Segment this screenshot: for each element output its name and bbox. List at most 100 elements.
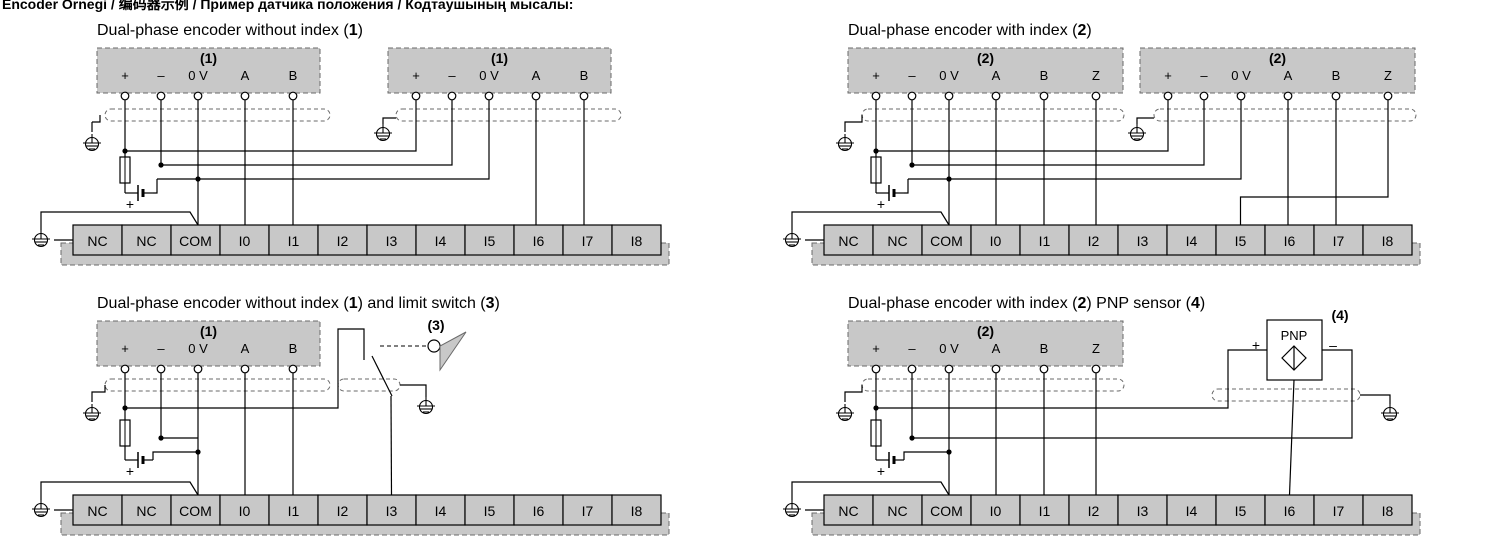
encoder-pin-label: 0 V (188, 68, 208, 83)
pin-terminal (120, 91, 130, 101)
terminal-label-i0: I0 (990, 503, 1002, 519)
encoder-box (387, 47, 612, 94)
shield-cable-icon (104, 108, 331, 122)
encoder-pin-label: 0 V (939, 341, 959, 356)
wire (125, 100, 417, 152)
terminal-label-i7: I7 (1333, 233, 1345, 249)
terminal-cell (921, 224, 972, 256)
terminal-label-i0: I0 (990, 233, 1002, 249)
limit-switch-ref: (3) (427, 317, 444, 333)
encoder-ref-label: (1) (491, 50, 508, 66)
wire (400, 384, 427, 397)
encoder-pin-label: 0 V (479, 68, 499, 83)
ground-icon (783, 230, 801, 248)
battery-icon (124, 183, 153, 201)
encoder-pin-label: – (157, 68, 165, 83)
fuse-icon (870, 418, 882, 448)
terminal-label-nc: NC (136, 233, 156, 249)
terminal-cell (464, 224, 515, 256)
pin-terminal (871, 91, 881, 101)
encoder-pin-label: – (157, 341, 165, 356)
pin-terminal (1236, 91, 1246, 101)
panel-title-bl: Dual-phase encoder without index (1) and… (97, 295, 500, 312)
terminal-label-i8: I8 (631, 233, 643, 249)
terminal-label-com: COM (179, 233, 212, 249)
terminal-label-i4: I4 (1186, 503, 1198, 519)
terminal-label-i0: I0 (239, 233, 251, 249)
pin-terminal (1283, 91, 1293, 101)
fuse-icon (119, 418, 131, 448)
shield-cable-icon (337, 378, 401, 392)
fuse-icon (119, 155, 131, 185)
encoder-box (96, 47, 321, 94)
terminal-cell (464, 494, 515, 526)
terminal-cell (1166, 224, 1217, 256)
supply-plus-label: + (877, 196, 885, 212)
terminal-label-nc: NC (87, 503, 107, 519)
terminal-cell (219, 494, 270, 526)
pin-terminal (240, 91, 250, 101)
pin-terminal (1039, 364, 1049, 374)
terminal-cell (1166, 494, 1217, 526)
terminal-label-nc: NC (838, 503, 858, 519)
encoder-pin-label: A (992, 68, 1001, 83)
terminal-cell (366, 224, 417, 256)
terminal-label-i7: I7 (582, 503, 594, 519)
ground-icon (1128, 124, 1146, 142)
ground-icon (783, 500, 801, 518)
wire (40, 481, 199, 500)
pin-terminal (579, 91, 589, 101)
ground-icon (32, 230, 50, 248)
terminal-label-i2: I2 (1088, 233, 1100, 249)
encoder-pin-label: + (121, 68, 129, 83)
terminal-label-i6: I6 (1284, 233, 1296, 249)
panel-title-tl: Dual-phase encoder without index (1) (97, 22, 363, 39)
terminal-label-i5: I5 (484, 503, 496, 519)
wire (1136, 117, 1154, 124)
pin-terminal (871, 364, 881, 374)
terminal-cell (1068, 494, 1119, 526)
terminal-label-i5: I5 (484, 233, 496, 249)
terminal-label-nc: NC (87, 233, 107, 249)
encoder-pin-label: + (872, 68, 880, 83)
shield-cable-icon (104, 378, 331, 392)
terminal-label-i5: I5 (1235, 233, 1247, 249)
terminal-label-i3: I3 (386, 233, 398, 249)
encoder-pin-label: – (908, 341, 916, 356)
terminal-cell (872, 224, 923, 256)
terminal-cell (1215, 494, 1266, 526)
wire (876, 100, 1169, 152)
terminal-cell (268, 224, 319, 256)
ground-icon (83, 134, 101, 152)
pin-terminal (1331, 91, 1341, 101)
terminal-label-i4: I4 (435, 503, 447, 519)
encoder-pin-label: – (908, 68, 916, 83)
terminal-label-i6: I6 (533, 233, 545, 249)
junction-dot (158, 162, 164, 168)
pin-terminal (944, 364, 954, 374)
pnp-minus: – (1329, 337, 1337, 353)
terminal-label-nc: NC (887, 503, 907, 519)
encoder-pin-label: B (1332, 68, 1341, 83)
shield-cable-icon (1153, 108, 1417, 122)
ground-icon (1381, 404, 1399, 422)
pin-terminal (907, 91, 917, 101)
encoder-ref-label: (2) (977, 50, 994, 66)
terminal-label-i2: I2 (337, 233, 349, 249)
terminal-cell (1313, 224, 1364, 256)
terminal-cell (1362, 224, 1413, 256)
terminal-label-i6: I6 (533, 503, 545, 519)
terminal-cell (872, 494, 923, 526)
terminal-label-nc: NC (136, 503, 156, 519)
terminal-label-com: COM (930, 233, 963, 249)
wire (1288, 379, 1295, 496)
encoder-ref-label: (2) (977, 323, 994, 339)
wire (382, 117, 396, 124)
pin-terminal (288, 91, 298, 101)
wire (92, 115, 101, 123)
terminal-cell (1362, 494, 1413, 526)
pin-terminal (991, 364, 1001, 374)
